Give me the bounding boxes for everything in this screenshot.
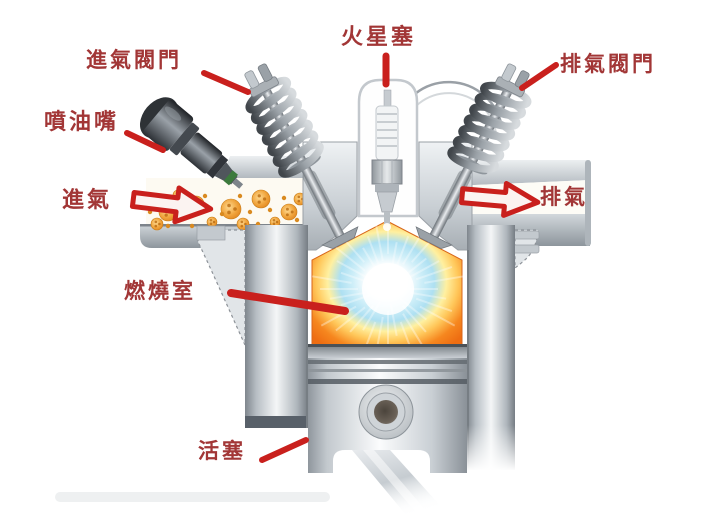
combustion-chamber-flame: [311, 215, 464, 359]
label-piston: 活塞: [198, 439, 246, 463]
label-intake-valve: 進氣閥門: [86, 48, 182, 72]
leader-intake-valve: [201, 70, 251, 95]
label-spark-plug: 火星塞: [341, 25, 417, 50]
label-exhaust-flow: 排氣: [540, 185, 588, 209]
cylinder-right-wall: [465, 225, 540, 471]
label-fuel-injector: 噴油嘴: [44, 110, 120, 135]
label-intake-flow: 進氣: [62, 188, 113, 213]
label-exhaust-valve: 排氣閥門: [560, 52, 656, 76]
leader-lines: [124, 52, 559, 463]
leader-piston: [259, 437, 309, 463]
fuel-injector-graphic: [139, 97, 244, 189]
leader-exhaust-valve: [519, 62, 559, 91]
exhaust-arrow: [459, 180, 541, 218]
floor-shadow: [55, 492, 330, 502]
spark-plug-graphic: [357, 78, 419, 231]
label-combustion-chamber: 燃燒室: [124, 279, 196, 303]
piston-graphic: [308, 344, 467, 522]
intake-arrow: [129, 185, 214, 225]
cylinder-head-center: [302, 141, 473, 251]
cylinder-left-wall: [196, 225, 308, 428]
leader-combustion-chamber: [227, 289, 349, 315]
leader-fuel-injector: [124, 130, 166, 153]
